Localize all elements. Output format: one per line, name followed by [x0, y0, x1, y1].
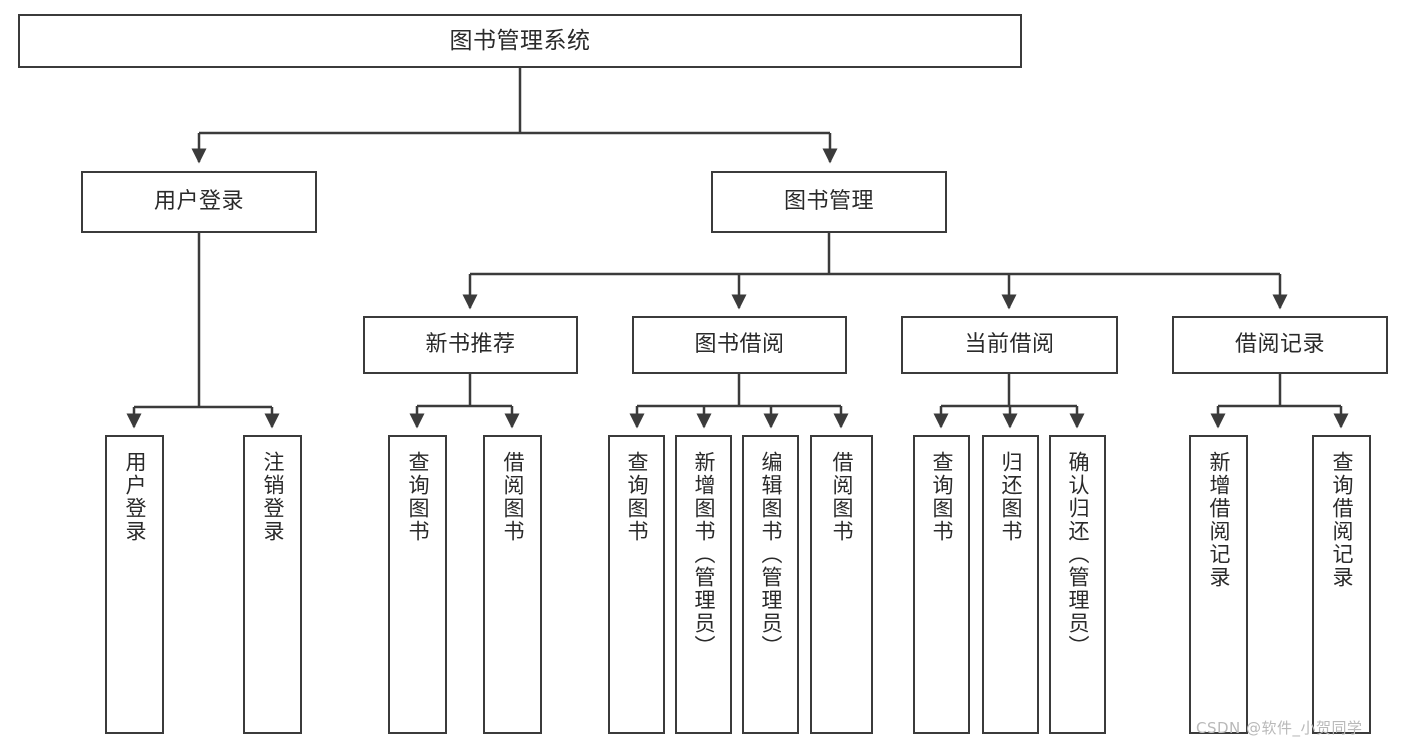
node-current-borrow-label: 当前借阅	[964, 332, 1055, 358]
leaf-user-login[interactable]: 用户登录	[105, 435, 164, 734]
leaf-borrow-book-label: 借阅图书	[829, 451, 854, 543]
node-new-book-recommend-label: 新书推荐	[425, 332, 516, 358]
leaf-query-book-borrow[interactable]: 查询图书	[608, 435, 665, 734]
leaf-edit-book-admin-label: 编辑图书（管理员）	[758, 451, 783, 658]
leaf-borrow-book-recommend[interactable]: 借阅图书	[483, 435, 542, 734]
leaf-query-book-current-label: 查询图书	[929, 451, 954, 543]
node-root[interactable]: 图书管理系统	[18, 14, 1022, 68]
leaf-add-book-admin-label: 新增图书（管理员）	[691, 451, 716, 658]
node-book-borrow[interactable]: 图书借阅	[632, 316, 847, 374]
leaf-borrow-book-recommend-label: 借阅图书	[500, 451, 525, 543]
leaf-add-borrow-record[interactable]: 新增借阅记录	[1189, 435, 1248, 734]
leaf-add-borrow-record-label: 新增借阅记录	[1206, 451, 1231, 589]
leaf-query-book-recommend[interactable]: 查询图书	[388, 435, 447, 734]
node-user-login[interactable]: 用户登录	[81, 171, 317, 233]
node-root-label: 图书管理系统	[449, 27, 591, 54]
leaf-query-borrow-record-label: 查询借阅记录	[1329, 451, 1354, 589]
leaf-query-book-borrow-label: 查询图书	[624, 451, 649, 543]
leaf-query-borrow-record[interactable]: 查询借阅记录	[1312, 435, 1371, 734]
leaf-query-book-current[interactable]: 查询图书	[913, 435, 970, 734]
leaf-confirm-return-admin[interactable]: 确认归还（管理员）	[1049, 435, 1106, 734]
leaf-return-book-label: 归还图书	[998, 451, 1023, 543]
node-book-management[interactable]: 图书管理	[711, 171, 947, 233]
node-borrow-record[interactable]: 借阅记录	[1172, 316, 1388, 374]
leaf-return-book[interactable]: 归还图书	[982, 435, 1039, 734]
node-current-borrow[interactable]: 当前借阅	[901, 316, 1118, 374]
leaf-query-book-recommend-label: 查询图书	[405, 451, 430, 543]
node-book-management-label: 图书管理	[783, 189, 874, 215]
node-user-login-label: 用户登录	[153, 189, 244, 215]
leaf-borrow-book[interactable]: 借阅图书	[810, 435, 873, 734]
node-borrow-record-label: 借阅记录	[1234, 332, 1325, 358]
leaf-confirm-return-admin-label: 确认归还（管理员）	[1065, 451, 1090, 658]
leaf-edit-book-admin[interactable]: 编辑图书（管理员）	[742, 435, 799, 734]
node-book-borrow-label: 图书借阅	[694, 332, 785, 358]
leaf-logout[interactable]: 注销登录	[243, 435, 302, 734]
csdn-watermark: CSDN @软件_小贺同学	[1196, 719, 1363, 737]
node-new-book-recommend[interactable]: 新书推荐	[363, 316, 578, 374]
leaf-logout-label: 注销登录	[260, 451, 285, 543]
leaf-add-book-admin[interactable]: 新增图书（管理员）	[675, 435, 732, 734]
leaf-user-login-label: 用户登录	[122, 451, 147, 543]
